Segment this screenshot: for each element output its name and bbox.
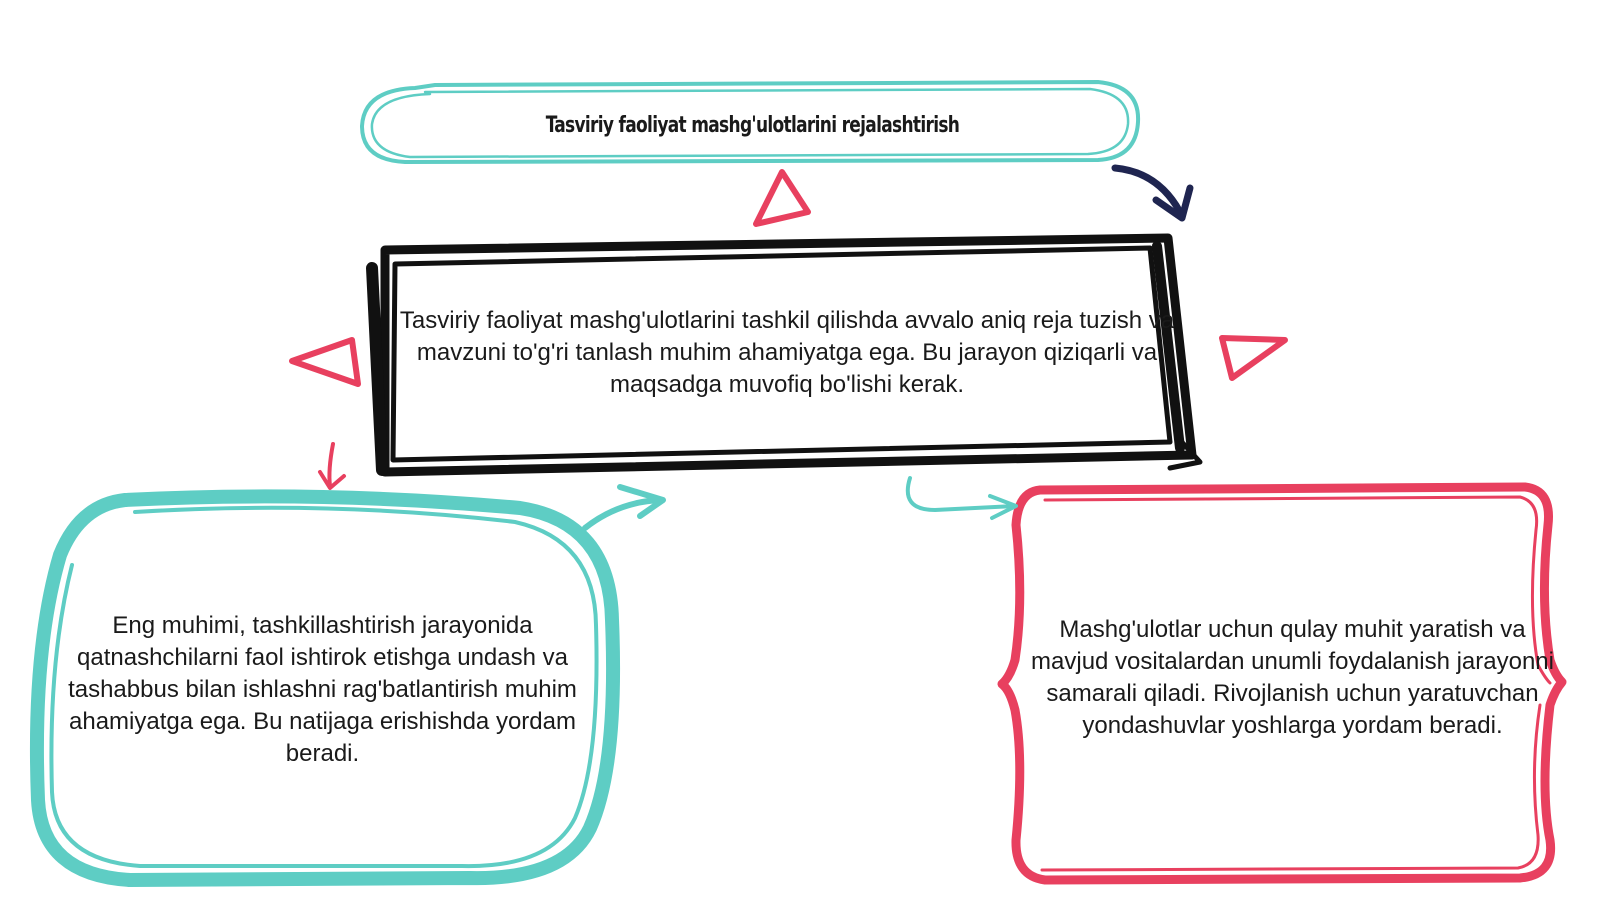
navy-arrow bbox=[1111, 164, 1184, 216]
red-arrow-down bbox=[327, 442, 335, 488]
center-box-frame bbox=[366, 233, 1203, 477]
right-box-text: Mashg'ulotlar uchun qulay muhit yaratish… bbox=[1031, 615, 1554, 739]
red-triangles bbox=[289, 169, 1288, 387]
triangle-top bbox=[753, 169, 811, 227]
title-pill-frame bbox=[360, 80, 1141, 164]
triangle-left bbox=[289, 337, 361, 387]
center-box-text: Tasviriy faoliyat mashg'ulotlarini tashk… bbox=[399, 307, 1175, 398]
right-box-frame bbox=[997, 482, 1567, 885]
teal-arrow-left-box bbox=[582, 497, 663, 531]
diagram-title: Tasviriy faoliyat mashg'ulotlarini rejal… bbox=[545, 112, 960, 138]
teal-arrow-right-box bbox=[905, 476, 1017, 512]
left-box-text: Eng muhimi, tashkillashtirish jarayonida… bbox=[68, 612, 577, 767]
left-box-frame bbox=[29, 489, 621, 887]
triangle-right bbox=[1219, 335, 1288, 381]
connector-arrows bbox=[318, 164, 1194, 531]
